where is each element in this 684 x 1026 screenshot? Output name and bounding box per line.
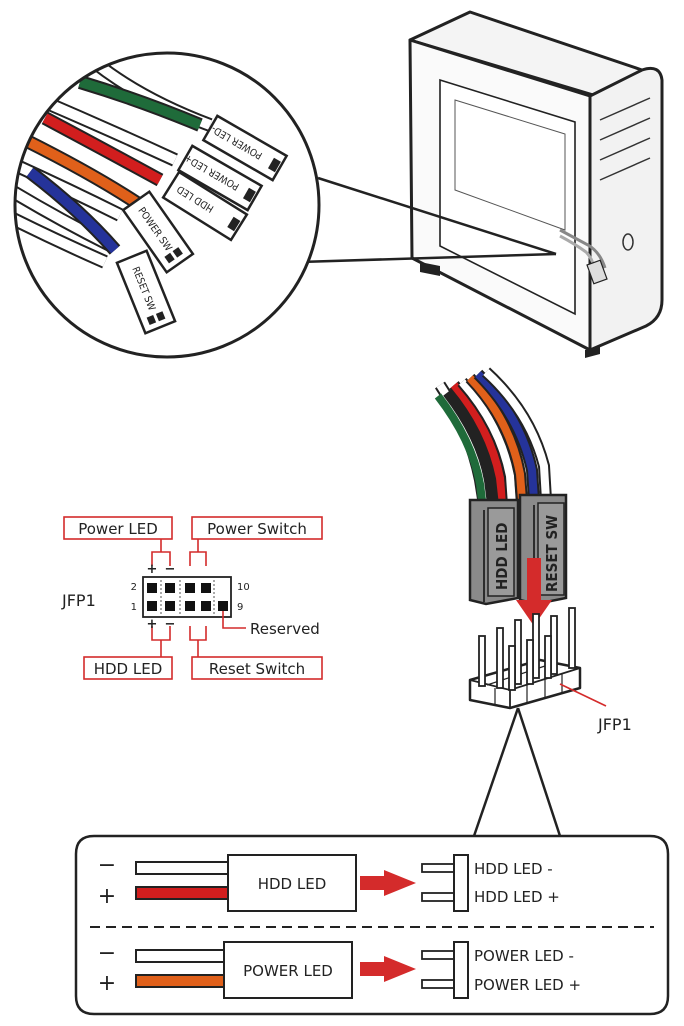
pin-number-10: 10	[237, 582, 250, 593]
power-led-wire-white	[135, 949, 225, 963]
reserved-label: Reserved	[250, 620, 320, 638]
hdd-led-wire-red	[135, 886, 229, 900]
connector-photo-jfp1-label: JFP1	[597, 715, 632, 734]
hdd-led-plus-sign: +	[98, 884, 116, 909]
power-led-plus-pin-label: POWER LED +	[474, 976, 581, 994]
power-led-minus: −	[165, 562, 176, 577]
connector-photo-reset-sw-label: RESET SW	[543, 515, 561, 592]
power-led-minus-pin-label: POWER LED -	[474, 947, 574, 965]
power-switch-label-box	[191, 516, 323, 540]
power-switch-label: Power Switch	[207, 520, 307, 538]
jfp1-header-3d	[468, 607, 582, 710]
jfp1-title: JFP1	[61, 591, 96, 610]
jfp1-pins	[147, 583, 228, 611]
power-led-label-box	[63, 516, 173, 540]
hdd-led-arrow	[384, 870, 416, 896]
hdd-led-label: HDD LED	[94, 660, 163, 678]
power-led-header	[453, 941, 469, 999]
power-led-arrow	[384, 956, 416, 982]
jfp1-pinout: Power LED Power Switch HDD LED Reset Swi…	[61, 516, 323, 680]
pin-number-1: 1	[131, 602, 137, 613]
power-led-block	[223, 941, 353, 999]
reset-switch-label-box	[191, 656, 323, 680]
polarity-box: − + HDD LED HDD LED - HDD LED + − + POWE…	[74, 834, 670, 1016]
connector-illustration: HDD LED RESET SW	[434, 367, 632, 837]
hdd-led-minus: −	[165, 617, 176, 632]
hdd-led-header	[453, 854, 469, 912]
insert-arrow	[516, 558, 552, 626]
reset-switch-label: Reset Switch	[209, 660, 305, 678]
hdd-led-minus-pin-label: HDD LED -	[474, 860, 553, 878]
pin-number-2: 2	[131, 582, 137, 593]
connector-photo-hdd-led-label: HDD LED	[493, 523, 511, 590]
connector-power-led-plus: POWER LED+	[176, 144, 264, 212]
hdd-led-row: − + HDD LED HDD LED - HDD LED +	[98, 853, 560, 912]
hdd-led-plus-pin-label: HDD LED +	[474, 888, 560, 906]
power-led-plus-sign: +	[98, 971, 116, 996]
hdd-led-block-label: HDD LED	[258, 875, 327, 893]
power-led-plus: +	[147, 562, 158, 577]
zoom-circle: POWER LED- POWER LED+ HDD LED POWER SW R…	[13, 51, 321, 359]
power-led-wire-orange	[135, 974, 225, 988]
callout-line-top	[317, 176, 557, 256]
pin-number-9: 9	[237, 602, 243, 613]
hdd-led-plus: +	[147, 617, 158, 632]
hdd-led-block	[227, 854, 357, 912]
hdd-led-wire-white	[135, 861, 229, 875]
power-led-label: Power LED	[78, 520, 158, 538]
power-led-minus-sign: −	[98, 941, 116, 966]
pc-case	[408, 10, 664, 358]
callout-line-bottom	[299, 252, 557, 264]
hdd-led-label-box	[83, 656, 173, 680]
power-led-block-label: POWER LED	[243, 962, 333, 980]
hdd-led-minus-sign: −	[98, 853, 116, 878]
power-led-row: − + POWER LED POWER LED - POWER LED +	[98, 941, 581, 999]
connector-reset-sw: RESET SW	[115, 249, 177, 335]
